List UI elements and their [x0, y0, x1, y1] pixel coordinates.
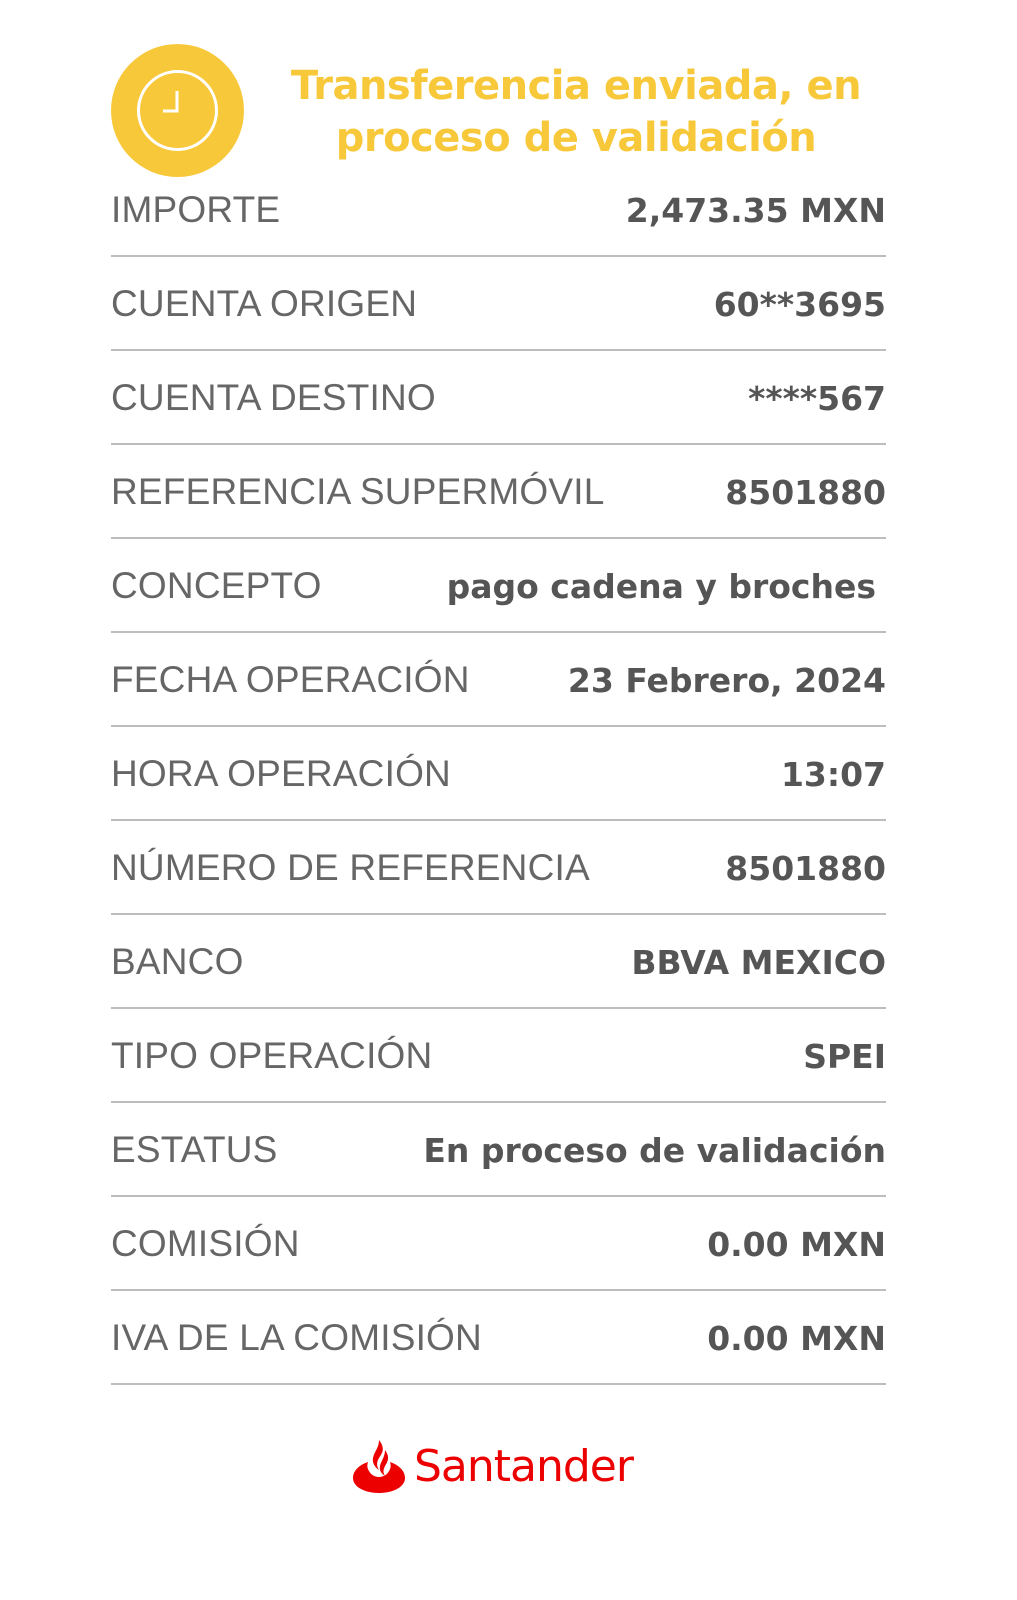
detail-label: ESTATUS	[111, 1129, 278, 1170]
detail-value: ****567	[748, 378, 886, 418]
detail-row: FECHA OPERACIÓN 23 Febrero, 2024	[111, 633, 886, 727]
santander-logo: Santander	[352, 1438, 634, 1494]
detail-label: TIPO OPERACIÓN	[111, 1035, 433, 1076]
detail-row: CUENTA DESTINO ****567	[111, 351, 886, 445]
detail-value: 13:07	[780, 754, 886, 794]
detail-row: TIPO OPERACIÓN SPEI	[111, 1009, 886, 1103]
detail-row: IVA DE LA COMISIÓN 0.00 MXN	[111, 1291, 886, 1385]
detail-label: CUENTA DESTINO	[111, 377, 436, 418]
detail-label: BANCO	[111, 941, 244, 982]
detail-label: REFERENCIA SUPERMÓVIL	[111, 471, 605, 512]
detail-value: 2,473.35 MXN	[625, 190, 886, 230]
detail-row: BANCO BBVA MEXICO	[111, 915, 886, 1009]
detail-value: 23 Febrero, 2024	[567, 660, 886, 700]
detail-value: 0.00 MXN	[707, 1318, 886, 1358]
santander-wordmark: Santander	[414, 1440, 634, 1492]
detail-value: BBVA MEXICO	[631, 942, 886, 982]
transfer-details: IMPORTE 2,473.35 MXN CUENTA ORIGEN 60**3695…	[111, 163, 886, 1385]
detail-row: CUENTA ORIGEN 60**3695	[111, 257, 886, 351]
detail-row: NÚMERO DE REFERENCIA 8501880	[111, 821, 886, 915]
detail-label: IMPORTE	[111, 189, 281, 230]
detail-label: IVA DE LA COMISIÓN	[111, 1317, 482, 1358]
detail-label: CUENTA ORIGEN	[111, 283, 418, 324]
detail-label: CONCEPTO	[111, 565, 322, 606]
detail-value: SPEI	[803, 1036, 886, 1076]
status-title-line1: Transferencia enviada, en	[290, 63, 862, 109]
detail-row: REFERENCIA SUPERMÓVIL 8501880	[111, 445, 886, 539]
clock-icon	[111, 44, 244, 177]
detail-row: ESTATUS En proceso de validación	[111, 1103, 886, 1197]
detail-value: 8501880	[725, 472, 886, 512]
detail-value: En proceso de validación	[423, 1130, 886, 1170]
detail-value: 0.00 MXN	[707, 1224, 886, 1264]
detail-value: 8501880	[725, 848, 886, 888]
detail-row: HORA OPERACIÓN 13:07	[111, 727, 886, 821]
detail-value: 60**3695	[713, 284, 886, 324]
detail-row: COMISIÓN 0.00 MXN	[111, 1197, 886, 1291]
santander-flame-icon	[353, 1440, 405, 1493]
detail-label: COMISIÓN	[111, 1223, 300, 1264]
detail-label: HORA OPERACIÓN	[111, 753, 451, 794]
detail-label: FECHA OPERACIÓN	[111, 659, 470, 700]
status-title-line2: proceso de validación	[335, 115, 817, 161]
detail-row: IMPORTE 2,473.35 MXN	[111, 163, 886, 257]
detail-label: NÚMERO DE REFERENCIA	[111, 847, 590, 888]
detail-value: pago cadena y broches	[446, 566, 876, 606]
status-title: Transferencia enviada, en proceso de val…	[290, 60, 862, 164]
detail-row: CONCEPTO pago cadena y broches	[111, 539, 886, 633]
